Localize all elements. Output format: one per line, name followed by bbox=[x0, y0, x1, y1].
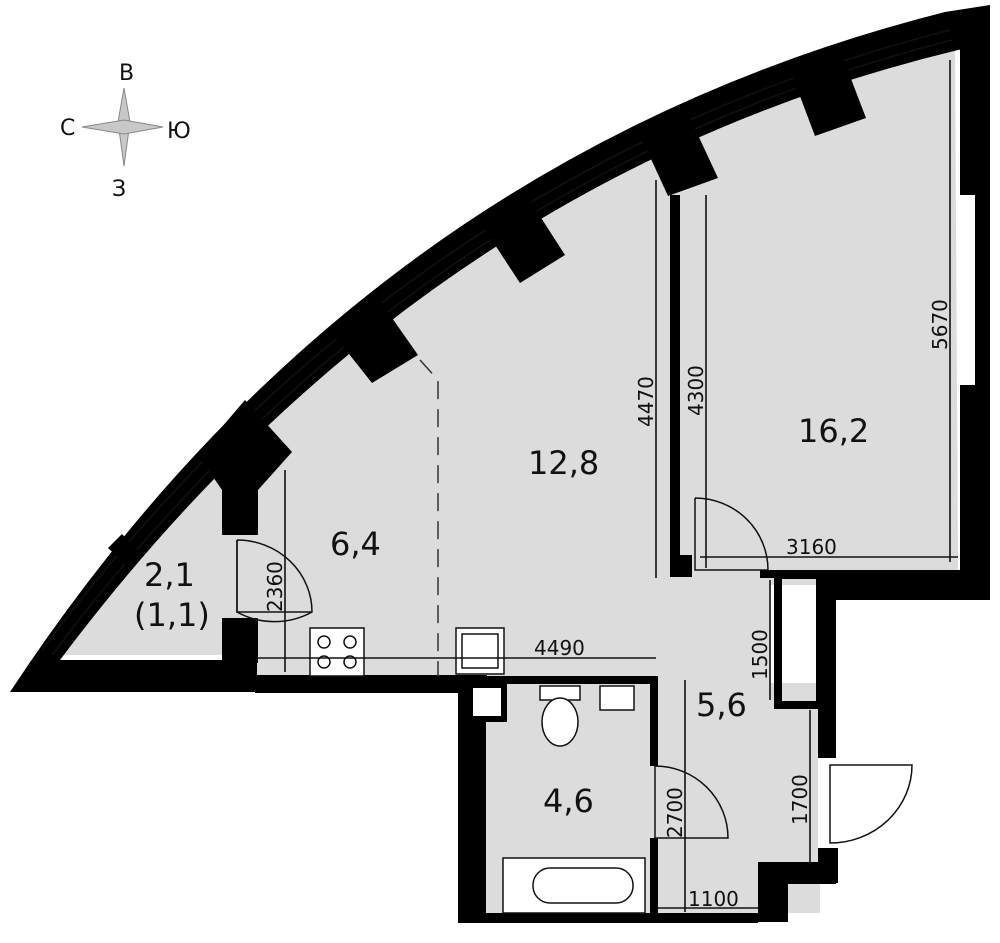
dimension-labels: 2360 4490 4470 4300 5670 3160 1500 1700 … bbox=[263, 299, 952, 911]
toilet-bowl bbox=[541, 697, 579, 747]
dim-2700-label: 2700 bbox=[663, 787, 687, 838]
dim-2360-label: 2360 bbox=[263, 561, 287, 612]
living-area-label: 12,8 bbox=[528, 444, 599, 482]
room-labels: 2,1 (1,1) 6,4 12,8 16,2 5,6 4,6 bbox=[134, 412, 869, 820]
bedroom-bottom-wall bbox=[820, 570, 990, 600]
kitchen-sink bbox=[455, 627, 505, 675]
hall-bottom-right bbox=[758, 862, 788, 922]
loggia-reduced-label: (1,1) bbox=[134, 596, 210, 634]
column-3 bbox=[480, 196, 565, 283]
bathroom-door bbox=[654, 765, 729, 839]
column-1-stem bbox=[222, 470, 258, 535]
entrance-door bbox=[829, 764, 913, 844]
bathroom-left-wall bbox=[458, 683, 486, 923]
compass-south-label: З bbox=[112, 177, 126, 202]
bottom-wall-mid bbox=[255, 675, 487, 693]
column-4 bbox=[640, 118, 718, 196]
compass-north-label: В bbox=[119, 61, 134, 86]
exterior-walls bbox=[10, 5, 990, 923]
dim-4490-label: 4490 bbox=[534, 636, 585, 660]
bathroom-bottom-wall bbox=[458, 913, 758, 923]
dim-1700-label: 1700 bbox=[788, 774, 812, 825]
bathtub bbox=[502, 857, 646, 914]
bathroom-right-wall-bottom bbox=[650, 838, 658, 918]
column-2 bbox=[330, 298, 418, 383]
column-1 bbox=[198, 400, 292, 490]
right-wall-top bbox=[960, 45, 990, 195]
bedroom-partition-end bbox=[670, 555, 692, 577]
dim-3160-label: 3160 bbox=[786, 535, 837, 559]
kitchen-area-label: 6,4 bbox=[330, 525, 381, 563]
entrance-opening bbox=[818, 758, 826, 848]
right-wall-mid bbox=[975, 195, 990, 385]
dim-1500-label: 1500 bbox=[748, 629, 772, 680]
loggia-door bbox=[236, 539, 313, 623]
bottom-wall-left bbox=[95, 660, 257, 692]
shaft bbox=[467, 682, 507, 722]
dim-1100-label: 1100 bbox=[688, 887, 739, 911]
dim-5670-label: 5670 bbox=[928, 299, 952, 350]
column-6 bbox=[108, 534, 140, 566]
compass-east-label: Ю bbox=[167, 119, 191, 144]
compass: В С Ю З bbox=[60, 61, 191, 202]
dim-4470-label: 4470 bbox=[634, 376, 658, 427]
bathroom-right-wall-top bbox=[650, 676, 658, 766]
loggia-wall-bottom bbox=[222, 618, 258, 663]
wardrobe bbox=[774, 571, 824, 709]
right-wall-bottom bbox=[960, 385, 990, 600]
column-5 bbox=[792, 58, 866, 136]
bedroom-partition bbox=[670, 195, 680, 575]
dim-4300-label: 4300 bbox=[684, 365, 708, 416]
bedroom-door bbox=[694, 497, 769, 571]
bathroom-sink bbox=[599, 685, 635, 711]
loggia-area-label: 2,1 bbox=[144, 556, 195, 594]
fixtures bbox=[309, 627, 646, 914]
doors bbox=[236, 359, 913, 844]
stove bbox=[309, 627, 365, 677]
compass-west-label: С bbox=[60, 116, 75, 141]
dimension-lines bbox=[258, 60, 958, 912]
bathroom-area-label: 4,6 bbox=[543, 782, 594, 820]
hall-area-label: 5,6 bbox=[696, 686, 747, 724]
compass-star-horizontal bbox=[81, 119, 164, 135]
entrance-step bbox=[788, 862, 836, 884]
bathroom-top-wall bbox=[486, 676, 656, 684]
bedroom-area-label: 16,2 bbox=[798, 412, 869, 450]
